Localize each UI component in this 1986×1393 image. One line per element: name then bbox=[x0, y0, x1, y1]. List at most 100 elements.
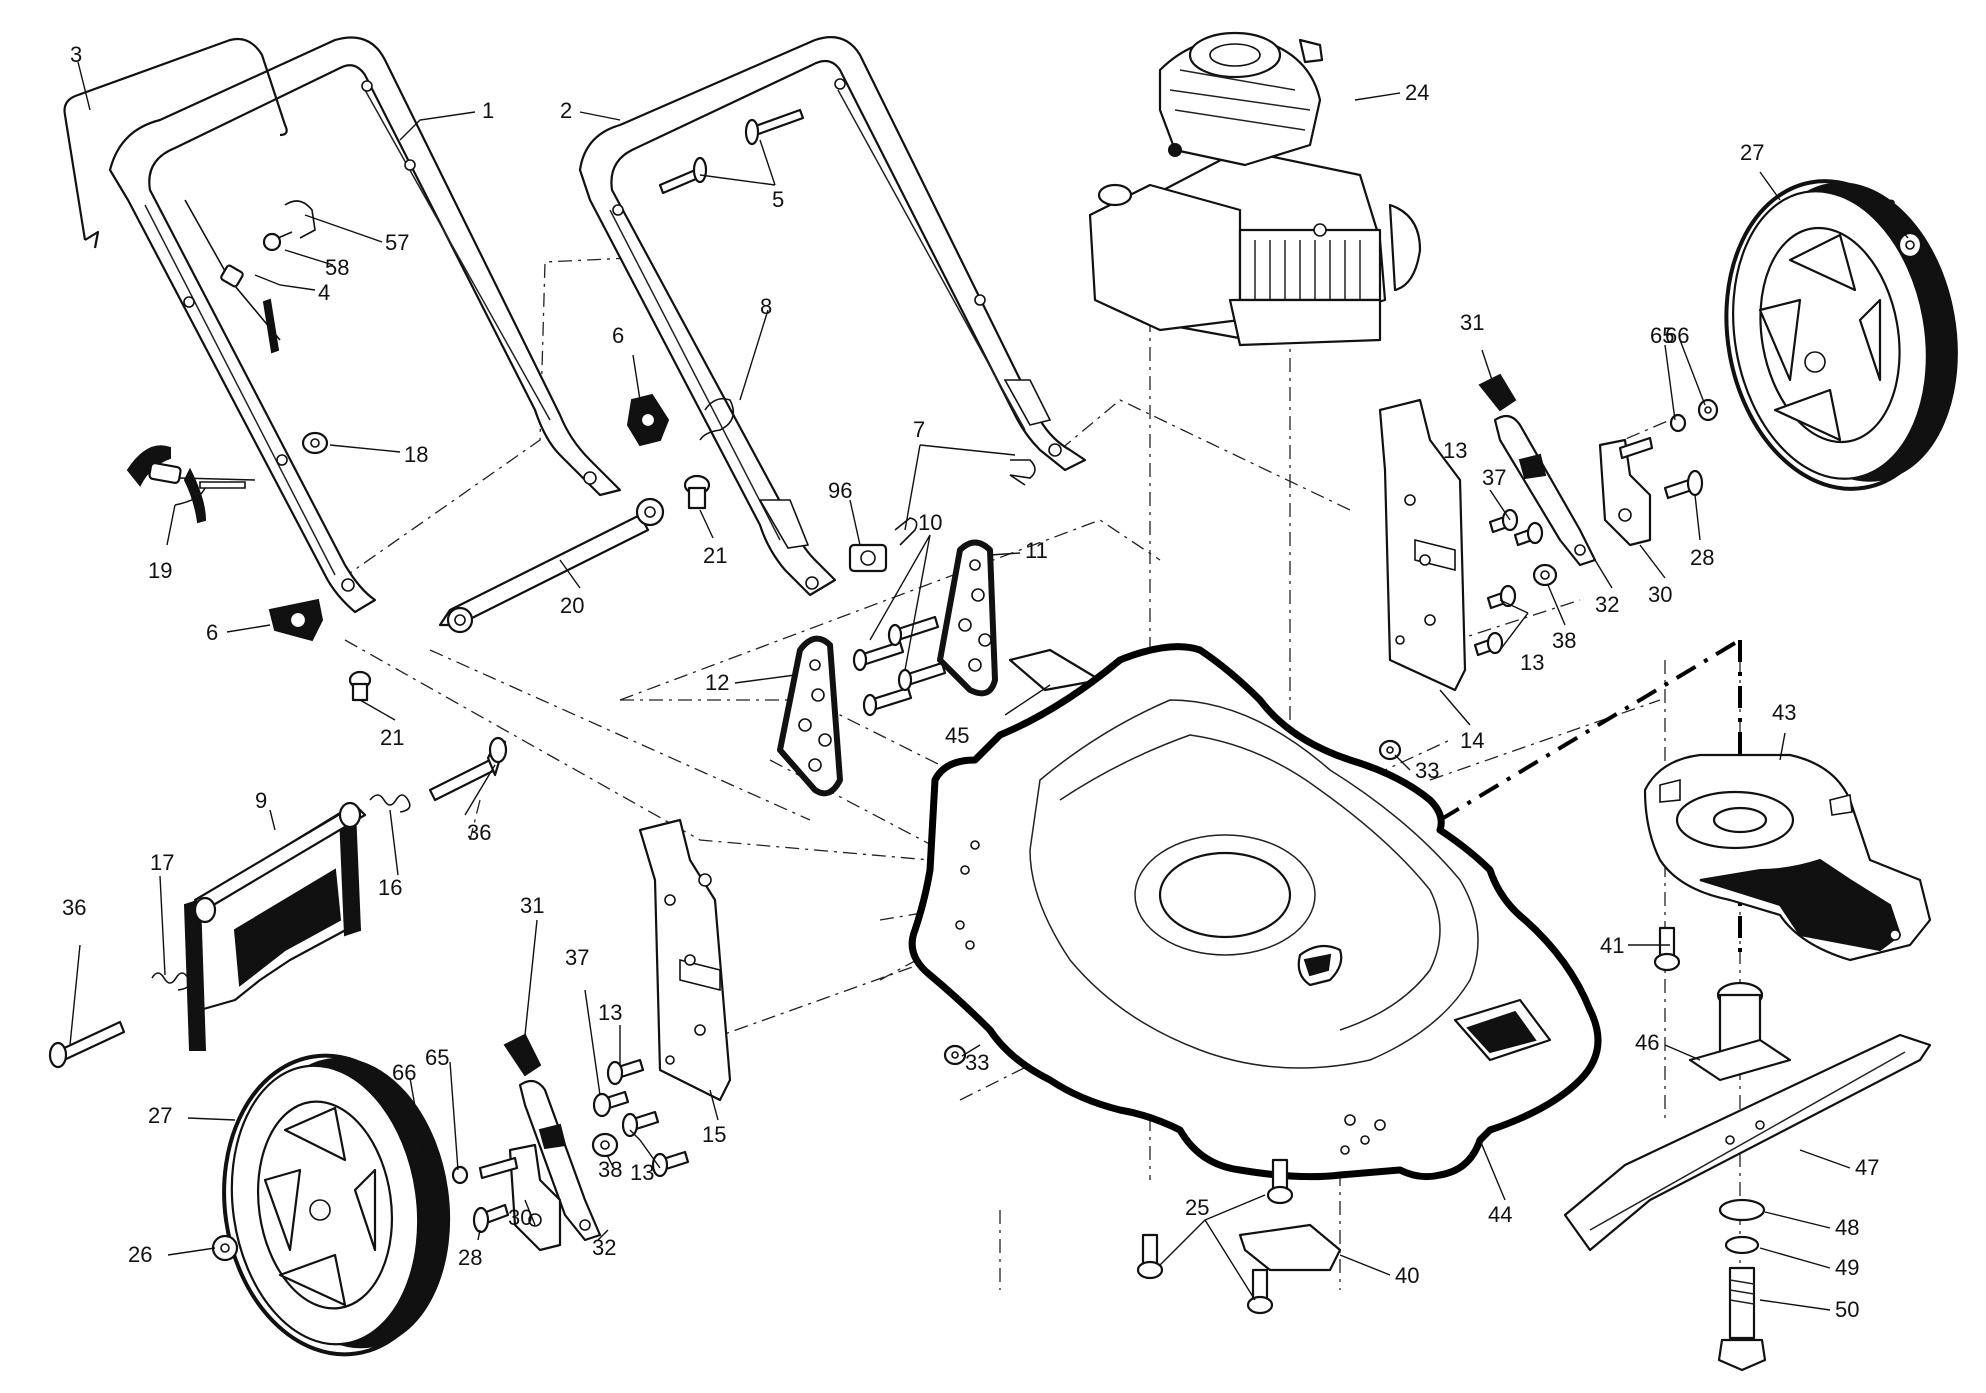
blade-housing-43 bbox=[1643, 753, 1932, 962]
callout-30-front: 30 bbox=[508, 1205, 532, 1230]
bracket-40 bbox=[1238, 1223, 1342, 1272]
callout-65-front: 65 bbox=[425, 1045, 449, 1070]
nut-33-front bbox=[943, 1044, 967, 1066]
callout-41: 41 bbox=[1600, 933, 1624, 958]
callout-30-rear: 30 bbox=[1648, 582, 1672, 607]
rear-bolt-37 bbox=[1513, 521, 1544, 547]
callout-13-rear-bottom: 13 bbox=[1520, 650, 1544, 675]
rear-lever-32 bbox=[1493, 414, 1597, 567]
callout-45: 45 bbox=[945, 723, 969, 748]
callout-33-rear: 33 bbox=[1415, 758, 1439, 783]
spring-17 bbox=[151, 972, 191, 991]
callout-6-upper: 6 bbox=[612, 323, 624, 348]
rear-door-9 bbox=[183, 801, 367, 1051]
washer-48 bbox=[1718, 1198, 1766, 1222]
callout-28-front: 28 bbox=[458, 1245, 482, 1270]
bolt-21-upper bbox=[683, 474, 711, 510]
washer-66-rear bbox=[1697, 398, 1719, 422]
bolts-10 bbox=[852, 615, 947, 717]
rear-bolts-13 bbox=[1473, 508, 1519, 657]
callout-43: 43 bbox=[1772, 700, 1796, 725]
hub-cap-26-rear bbox=[1897, 231, 1923, 259]
rear-bolt-28 bbox=[1663, 469, 1704, 500]
callout-4: 4 bbox=[318, 280, 330, 305]
callout-21-upper: 21 bbox=[703, 543, 727, 568]
callout-58: 58 bbox=[325, 255, 349, 280]
callout-11: 11 bbox=[1025, 538, 1048, 563]
callout-13-front-top: 13 bbox=[598, 1000, 622, 1025]
callout-66-rear: 66 bbox=[1665, 323, 1689, 348]
callout-6-lower: 6 bbox=[206, 620, 218, 645]
callout-32-front: 32 bbox=[592, 1235, 616, 1260]
hub-cap-26-front bbox=[211, 1234, 239, 1262]
bolt-41 bbox=[1653, 926, 1681, 972]
handle-knob-6-upper bbox=[626, 393, 670, 447]
callout-66-front: 66 bbox=[392, 1060, 416, 1085]
front-nut-38 bbox=[591, 1132, 619, 1158]
washer-65-front bbox=[451, 1165, 469, 1185]
front-lever-32 bbox=[518, 1079, 602, 1242]
hinge-rod-36-upper bbox=[428, 736, 508, 802]
callout-10: 10 bbox=[918, 510, 942, 535]
callout-33-front: 33 bbox=[965, 1050, 989, 1075]
upper-handle-right bbox=[578, 36, 1087, 597]
callout-labels: 1 2 3 4 5 6 6 7 8 9 10 11 12 13 13 13 13… bbox=[62, 42, 1896, 1322]
lever-knob-31-rear bbox=[1478, 373, 1517, 412]
callout-27-rear: 27 bbox=[1740, 140, 1764, 165]
front-bolt-28 bbox=[472, 1203, 510, 1234]
callout-49: 49 bbox=[1835, 1255, 1859, 1280]
callout-13-rear-top: 13 bbox=[1443, 438, 1467, 463]
rear-bracket-14 bbox=[1378, 398, 1467, 692]
bolt-25b bbox=[1136, 1233, 1164, 1280]
callout-3: 3 bbox=[70, 42, 82, 67]
control-cable bbox=[184, 199, 281, 354]
callout-9: 9 bbox=[255, 788, 267, 813]
callout-2: 2 bbox=[560, 98, 572, 123]
mower-deck bbox=[908, 643, 1602, 1181]
callout-1: 1 bbox=[482, 98, 494, 123]
rear-nut-38 bbox=[1532, 563, 1558, 587]
callout-40: 40 bbox=[1395, 1263, 1419, 1288]
cable-tie-8 bbox=[699, 397, 735, 441]
callout-26-rear: 26 bbox=[1872, 195, 1896, 220]
rear-wheel-27 bbox=[1724, 179, 1958, 491]
cable-tie bbox=[284, 200, 316, 239]
bolt-25c bbox=[1246, 1268, 1274, 1315]
callout-24: 24 bbox=[1405, 80, 1429, 105]
callout-27-front: 27 bbox=[148, 1103, 172, 1128]
callout-32-rear: 32 bbox=[1595, 592, 1619, 617]
bolt-25a bbox=[1266, 1158, 1294, 1205]
height-plate-12 bbox=[777, 635, 843, 797]
front-bolts-13 bbox=[606, 1058, 690, 1178]
control-bail-end bbox=[84, 230, 100, 249]
engine bbox=[1088, 31, 1422, 347]
callout-31-rear: 31 bbox=[1460, 310, 1484, 335]
height-plate-11 bbox=[937, 539, 998, 697]
callout-21-lower: 21 bbox=[380, 725, 404, 750]
handle-knob-6-lower bbox=[268, 598, 324, 642]
callout-46: 46 bbox=[1635, 1030, 1659, 1055]
callout-37-rear: 37 bbox=[1482, 465, 1506, 490]
callout-13-front-bottom: 13 bbox=[630, 1160, 654, 1185]
callout-36-upper: 36 bbox=[467, 820, 491, 845]
blade-adapter-46 bbox=[1688, 981, 1792, 1082]
mower-blade-47 bbox=[1563, 1033, 1932, 1252]
front-wheel-27 bbox=[222, 1053, 451, 1357]
callout-7: 7 bbox=[913, 417, 925, 442]
callout-57: 57 bbox=[385, 230, 409, 255]
upper-handle-left bbox=[108, 36, 622, 614]
blade-bolt-50 bbox=[1717, 1266, 1767, 1372]
front-bracket-15 bbox=[638, 818, 732, 1102]
handle-bolt-5b bbox=[658, 156, 708, 195]
hairpin-clip bbox=[1009, 459, 1036, 486]
blade-axis-line bbox=[1438, 638, 1742, 822]
callout-16: 16 bbox=[378, 875, 402, 900]
handle-knob-bolt bbox=[262, 231, 293, 252]
callout-50: 50 bbox=[1835, 1297, 1859, 1322]
callout-28-rear: 28 bbox=[1690, 545, 1714, 570]
hairpin-clip-small bbox=[894, 517, 918, 546]
handle-rod-20 bbox=[438, 497, 665, 634]
spring-16 bbox=[369, 794, 411, 813]
bolt-21-lower bbox=[348, 670, 372, 702]
